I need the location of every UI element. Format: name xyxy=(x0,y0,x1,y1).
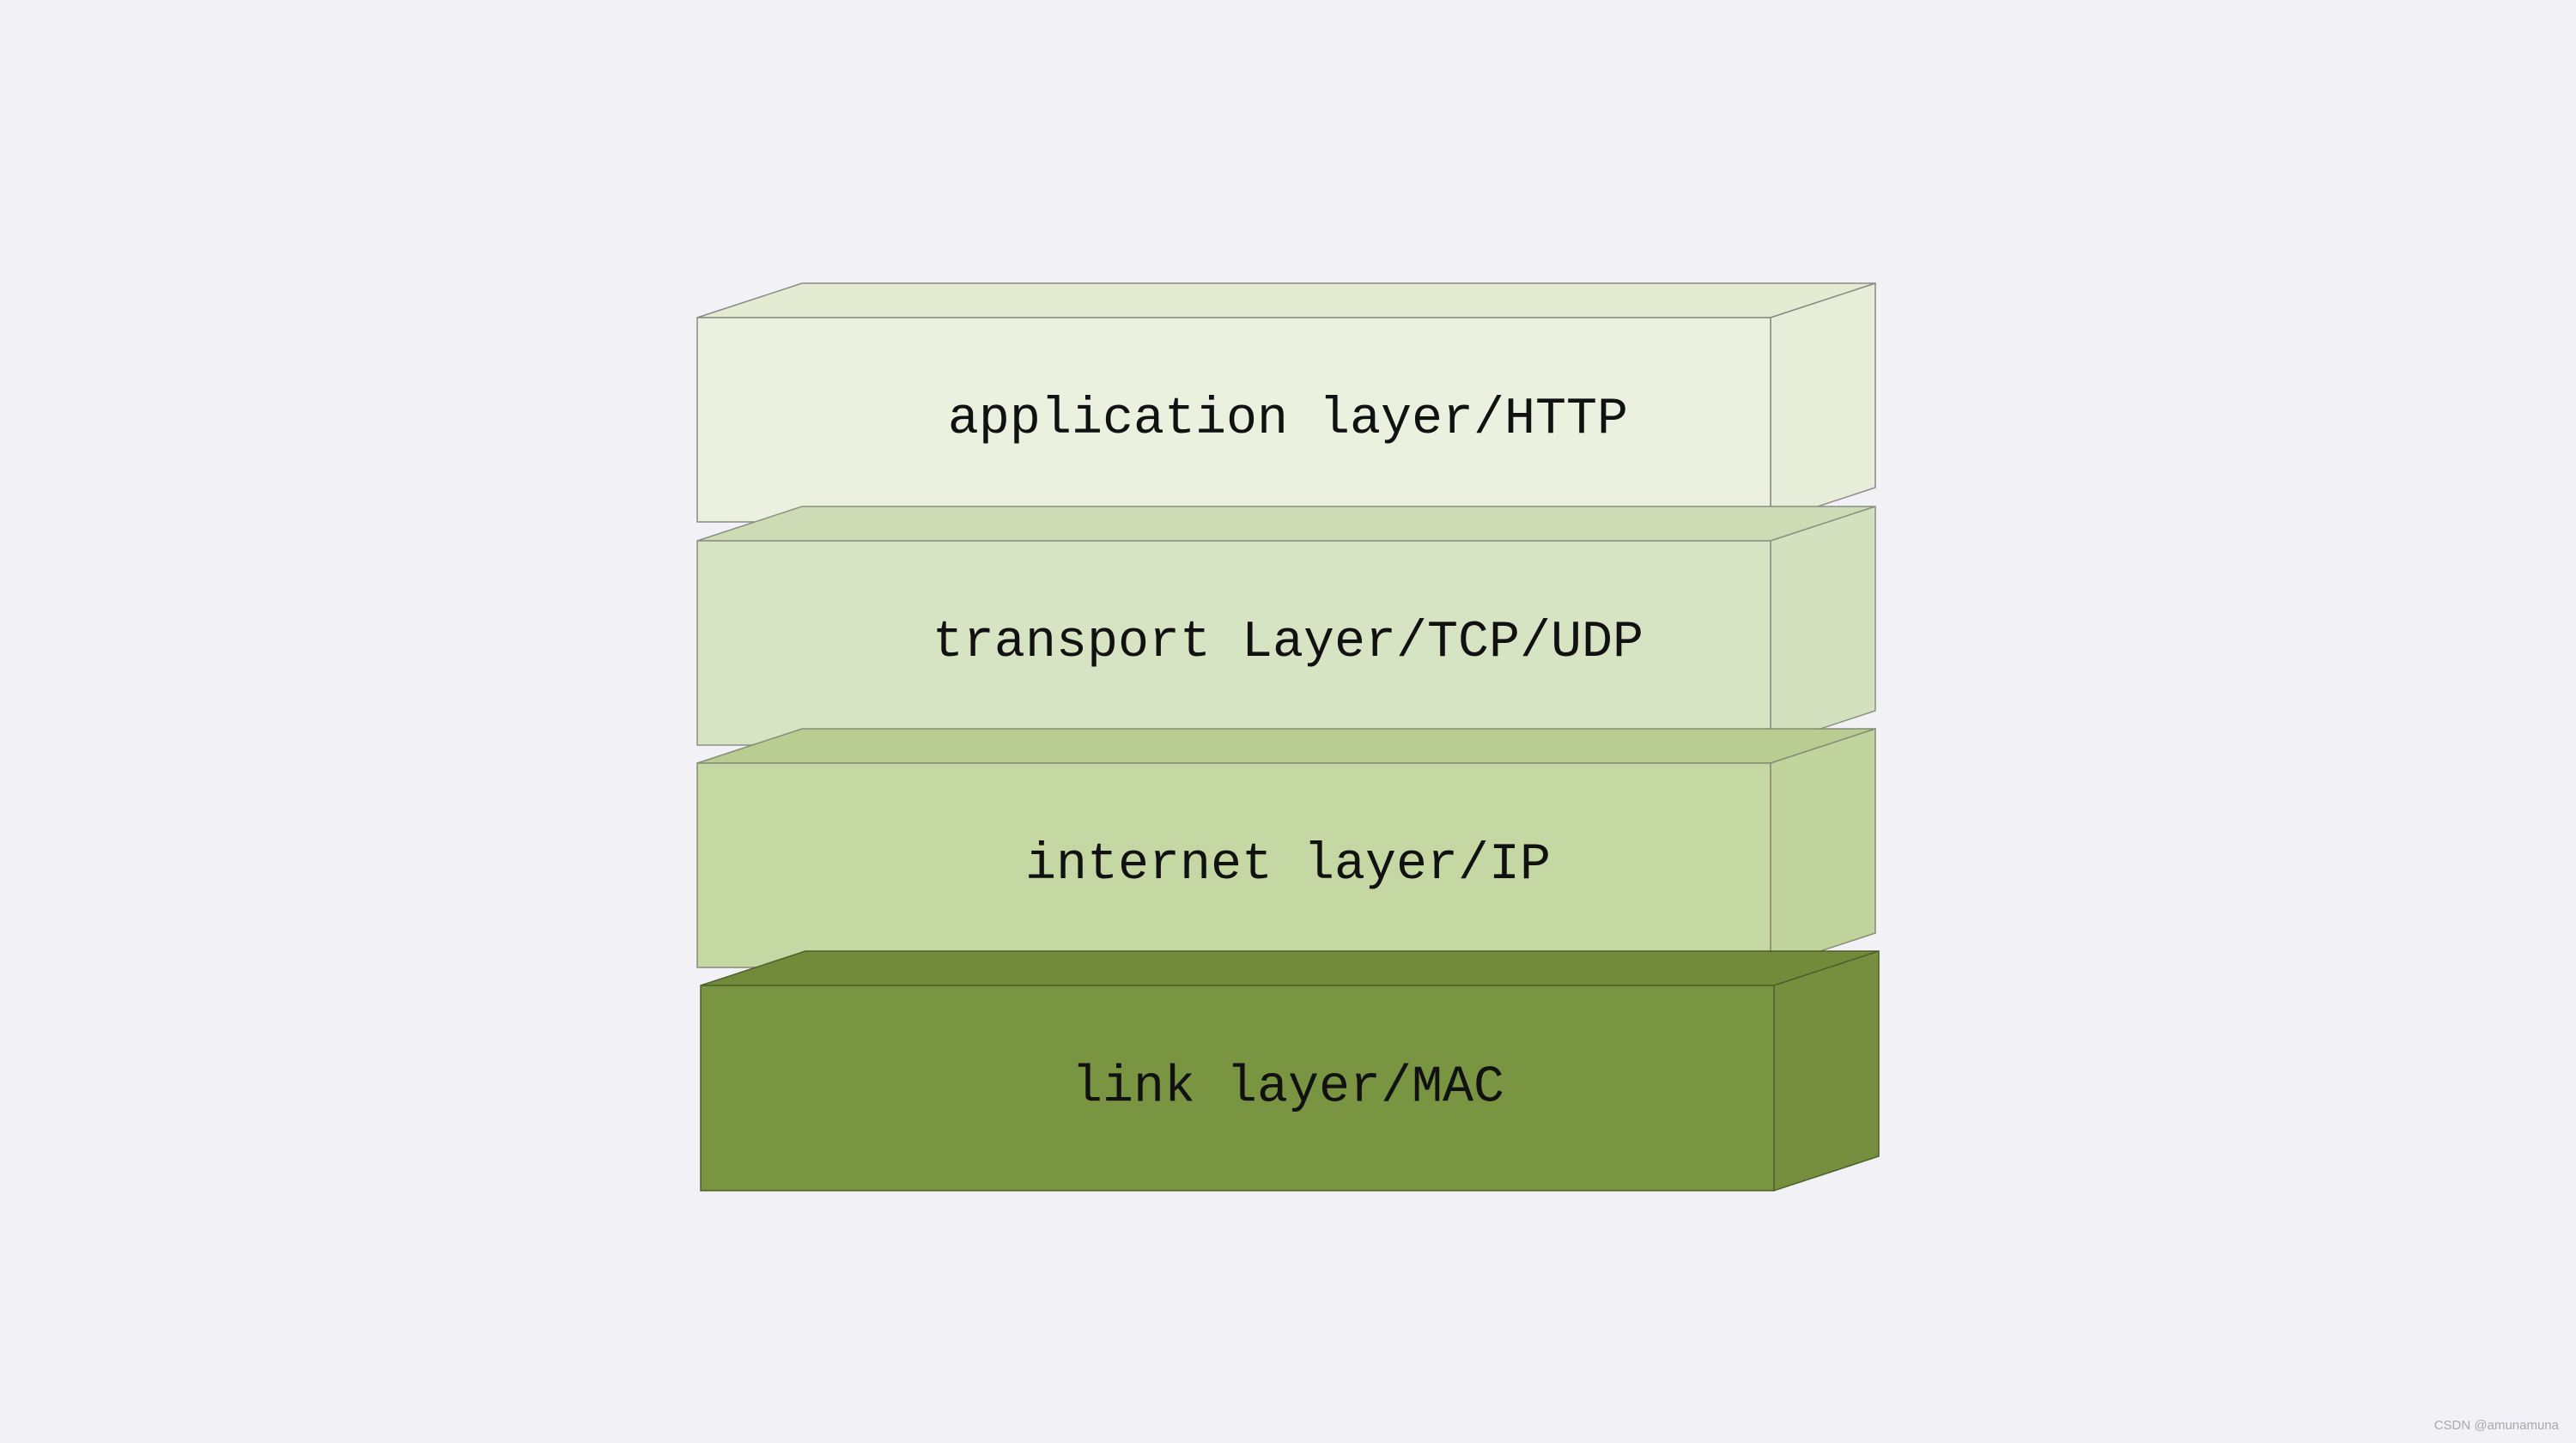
layers-group: application layer/HTTP transport Layer/TC… xyxy=(696,282,1880,1192)
layer-front-face xyxy=(696,762,1771,968)
layer-side-face xyxy=(1770,727,1876,969)
layer-block-1: application layer/HTTP xyxy=(696,282,1876,524)
layer-block-4: link layer/MAC xyxy=(700,949,1880,1192)
layer-label: application layer/HTTP xyxy=(948,391,1628,449)
layer-top-face xyxy=(696,506,1876,542)
layer-front-face xyxy=(696,317,1771,523)
layer-top-face xyxy=(696,728,1876,764)
layer-side-face xyxy=(1770,282,1876,524)
layer-side-face xyxy=(1773,949,1880,1192)
layer-top-face xyxy=(700,950,1880,986)
layer-label: transport Layer/TCP/UDP xyxy=(933,614,1643,672)
layer-front-face xyxy=(700,985,1775,1191)
layer-front-face xyxy=(696,540,1771,746)
layer-block-2: transport Layer/TCP/UDP xyxy=(696,505,1876,747)
layer-top-face xyxy=(696,282,1876,318)
layer-block-3: internet layer/IP xyxy=(696,727,1876,969)
watermark: CSDN @amunamuna xyxy=(2433,1418,2559,1433)
layer-label: link layer/MAC xyxy=(1072,1059,1504,1118)
layer-side-face xyxy=(1770,505,1876,747)
layer-label: internet layer/IP xyxy=(1025,836,1551,894)
